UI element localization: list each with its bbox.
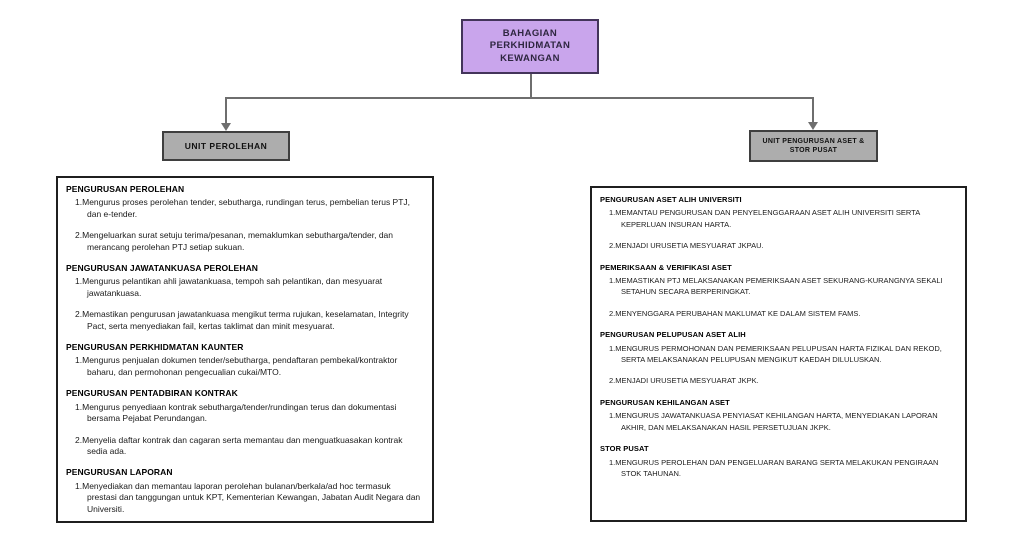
- section-item: Mengurus pelantikan ahli jawatankuasa, t…: [82, 276, 383, 298]
- section-title: STOR PUSAT: [600, 444, 649, 454]
- section-item: Mengurus penjualan dokumen tender/sebuth…: [82, 355, 398, 377]
- section-item-list: MENGURUS PEROLEHAN DAN PENGELUARAN BARAN…: [600, 457, 955, 480]
- root-box-bahagian-perkhidmatan-kewangan: BAHAGIAN PERKHIDMATAN KEWANGAN: [461, 19, 599, 74]
- section-item: MENGURUS JAWATANKUASA PENYIASAT KEHILANG…: [615, 411, 938, 432]
- section-item: MEMANTAU PENGURUSAN DAN PENYELENGGARAAN …: [615, 208, 920, 229]
- section-item: MENYENGGARA PERUBAHAN MAKLUMAT KE DALAM …: [615, 308, 861, 318]
- section-item: Mengeluarkan surat setuju terima/pesanan…: [82, 230, 394, 252]
- section-item-list: Mengurus pelantikan ahli jawatankuasa, t…: [66, 276, 422, 332]
- section-title: PENGURUSAN ASET ALIH UNIVERSITI: [600, 195, 742, 204]
- unit-box-perolehan: UNIT PEROLEHAN: [162, 131, 290, 161]
- section-item-list: MEMASTIKAN PTJ MELAKSANAKAN PEMERIKSAAN …: [600, 275, 955, 319]
- function-section: PENGURUSAN LAPORAN Menyediakan dan memant…: [66, 467, 422, 515]
- section-item: MENGURUS PERMOHONAN DAN PEMERIKSAAN PELU…: [615, 343, 942, 365]
- section-item: MENGURUS PEROLEHAN DAN PENGELUARAN BARAN…: [615, 457, 939, 478]
- section-item: Mengurus penyediaan kontrak sebutharga/t…: [82, 401, 397, 424]
- function-section: PENGURUSAN ASET ALIH UNIVERSITI MEMANTAU …: [600, 194, 955, 252]
- section-item: Memastikan pengurusan jawatankuasa mengi…: [82, 309, 409, 331]
- section-item: MEMASTIKAN PTJ MELAKSANAKAN PEMERIKSAAN …: [615, 276, 943, 297]
- section-item-list: Mengurus proses perolehan tender, sebuth…: [66, 197, 422, 253]
- section-title: PENGURUSAN PELUPUSAN ASET ALIH: [600, 330, 746, 340]
- function-section: STOR PUSAT MENGURUS PEROLEHAN DAN PENGELU…: [600, 443, 955, 479]
- section-title: PENGURUSAN PERKHIDMATAN KAUNTER: [66, 342, 244, 353]
- function-section: PEMERIKSAAN & VERIFIKASI ASET MEMASTIKAN …: [600, 262, 955, 320]
- section-item-list: Mengurus penjualan dokumen tender/sebuth…: [66, 355, 422, 378]
- section-title: PENGURUSAN PENTADBIRAN KONTRAK: [66, 388, 238, 399]
- section-item-list: MENGURUS JAWATANKUASA PENYIASAT KEHILANG…: [600, 410, 955, 433]
- section-item-list: Mengurus penyediaan kontrak sebutharga/t…: [66, 402, 422, 458]
- section-item-list: Menyediakan dan memantau laporan peroleh…: [66, 481, 422, 515]
- section-item: Mengurus proses perolehan tender, sebuth…: [82, 197, 411, 219]
- section-item-list: MEMANTAU PENGURUSAN DAN PENYELENGGARAAN …: [600, 207, 955, 251]
- section-item: Menyediakan dan memantau laporan peroleh…: [82, 480, 421, 514]
- function-section: PENGURUSAN JAWATANKUASA PEROLEHAN Menguru…: [66, 263, 422, 332]
- function-section: PENGURUSAN KEHILANGAN ASET MENGURUS JAWAT…: [600, 397, 955, 433]
- section-title: PEMERIKSAAN & VERIFIKASI ASET: [600, 262, 732, 272]
- section-item: MENJADI URUSETIA MESYUARAT JKPAU.: [615, 241, 764, 251]
- section-title: PENGURUSAN KEHILANGAN ASET: [600, 397, 730, 407]
- section-item: MENJADI URUSETIA MESYUARAT JKPK.: [615, 376, 759, 386]
- section-title: PENGURUSAN LAPORAN: [66, 467, 173, 478]
- function-section: PENGURUSAN PEROLEHAN Mengurus proses pero…: [66, 184, 422, 253]
- unit-box-pengurusan-aset-stor-pusat: UNIT PENGURUSAN ASET & STOR PUSAT: [749, 130, 878, 162]
- function-section: PENGURUSAN PERKHIDMATAN KAUNTER Mengurus …: [66, 342, 422, 378]
- arrowhead-left-icon: [221, 123, 231, 131]
- asset-detail-panel: PENGURUSAN ASET ALIH UNIVERSITI MEMANTAU …: [590, 186, 967, 522]
- section-title: PENGURUSAN PEROLEHAN: [66, 184, 185, 194]
- function-section: PENGURUSAN PENTADBIRAN KONTRAK Mengurus p…: [66, 388, 422, 457]
- procurement-detail-panel: PENGURUSAN PEROLEHAN Mengurus proses pero…: [56, 176, 434, 523]
- section-title: PENGURUSAN JAWATANKUASA PEROLEHAN: [66, 263, 259, 274]
- section-item: Menyelia daftar kontrak dan cagaran sert…: [82, 434, 403, 456]
- function-section: PENGURUSAN PELUPUSAN ASET ALIH MENGURUS P…: [600, 329, 955, 387]
- section-item-list: MENGURUS PERMOHONAN DAN PEMERIKSAAN PELU…: [600, 343, 955, 387]
- arrowhead-right-icon: [808, 122, 818, 130]
